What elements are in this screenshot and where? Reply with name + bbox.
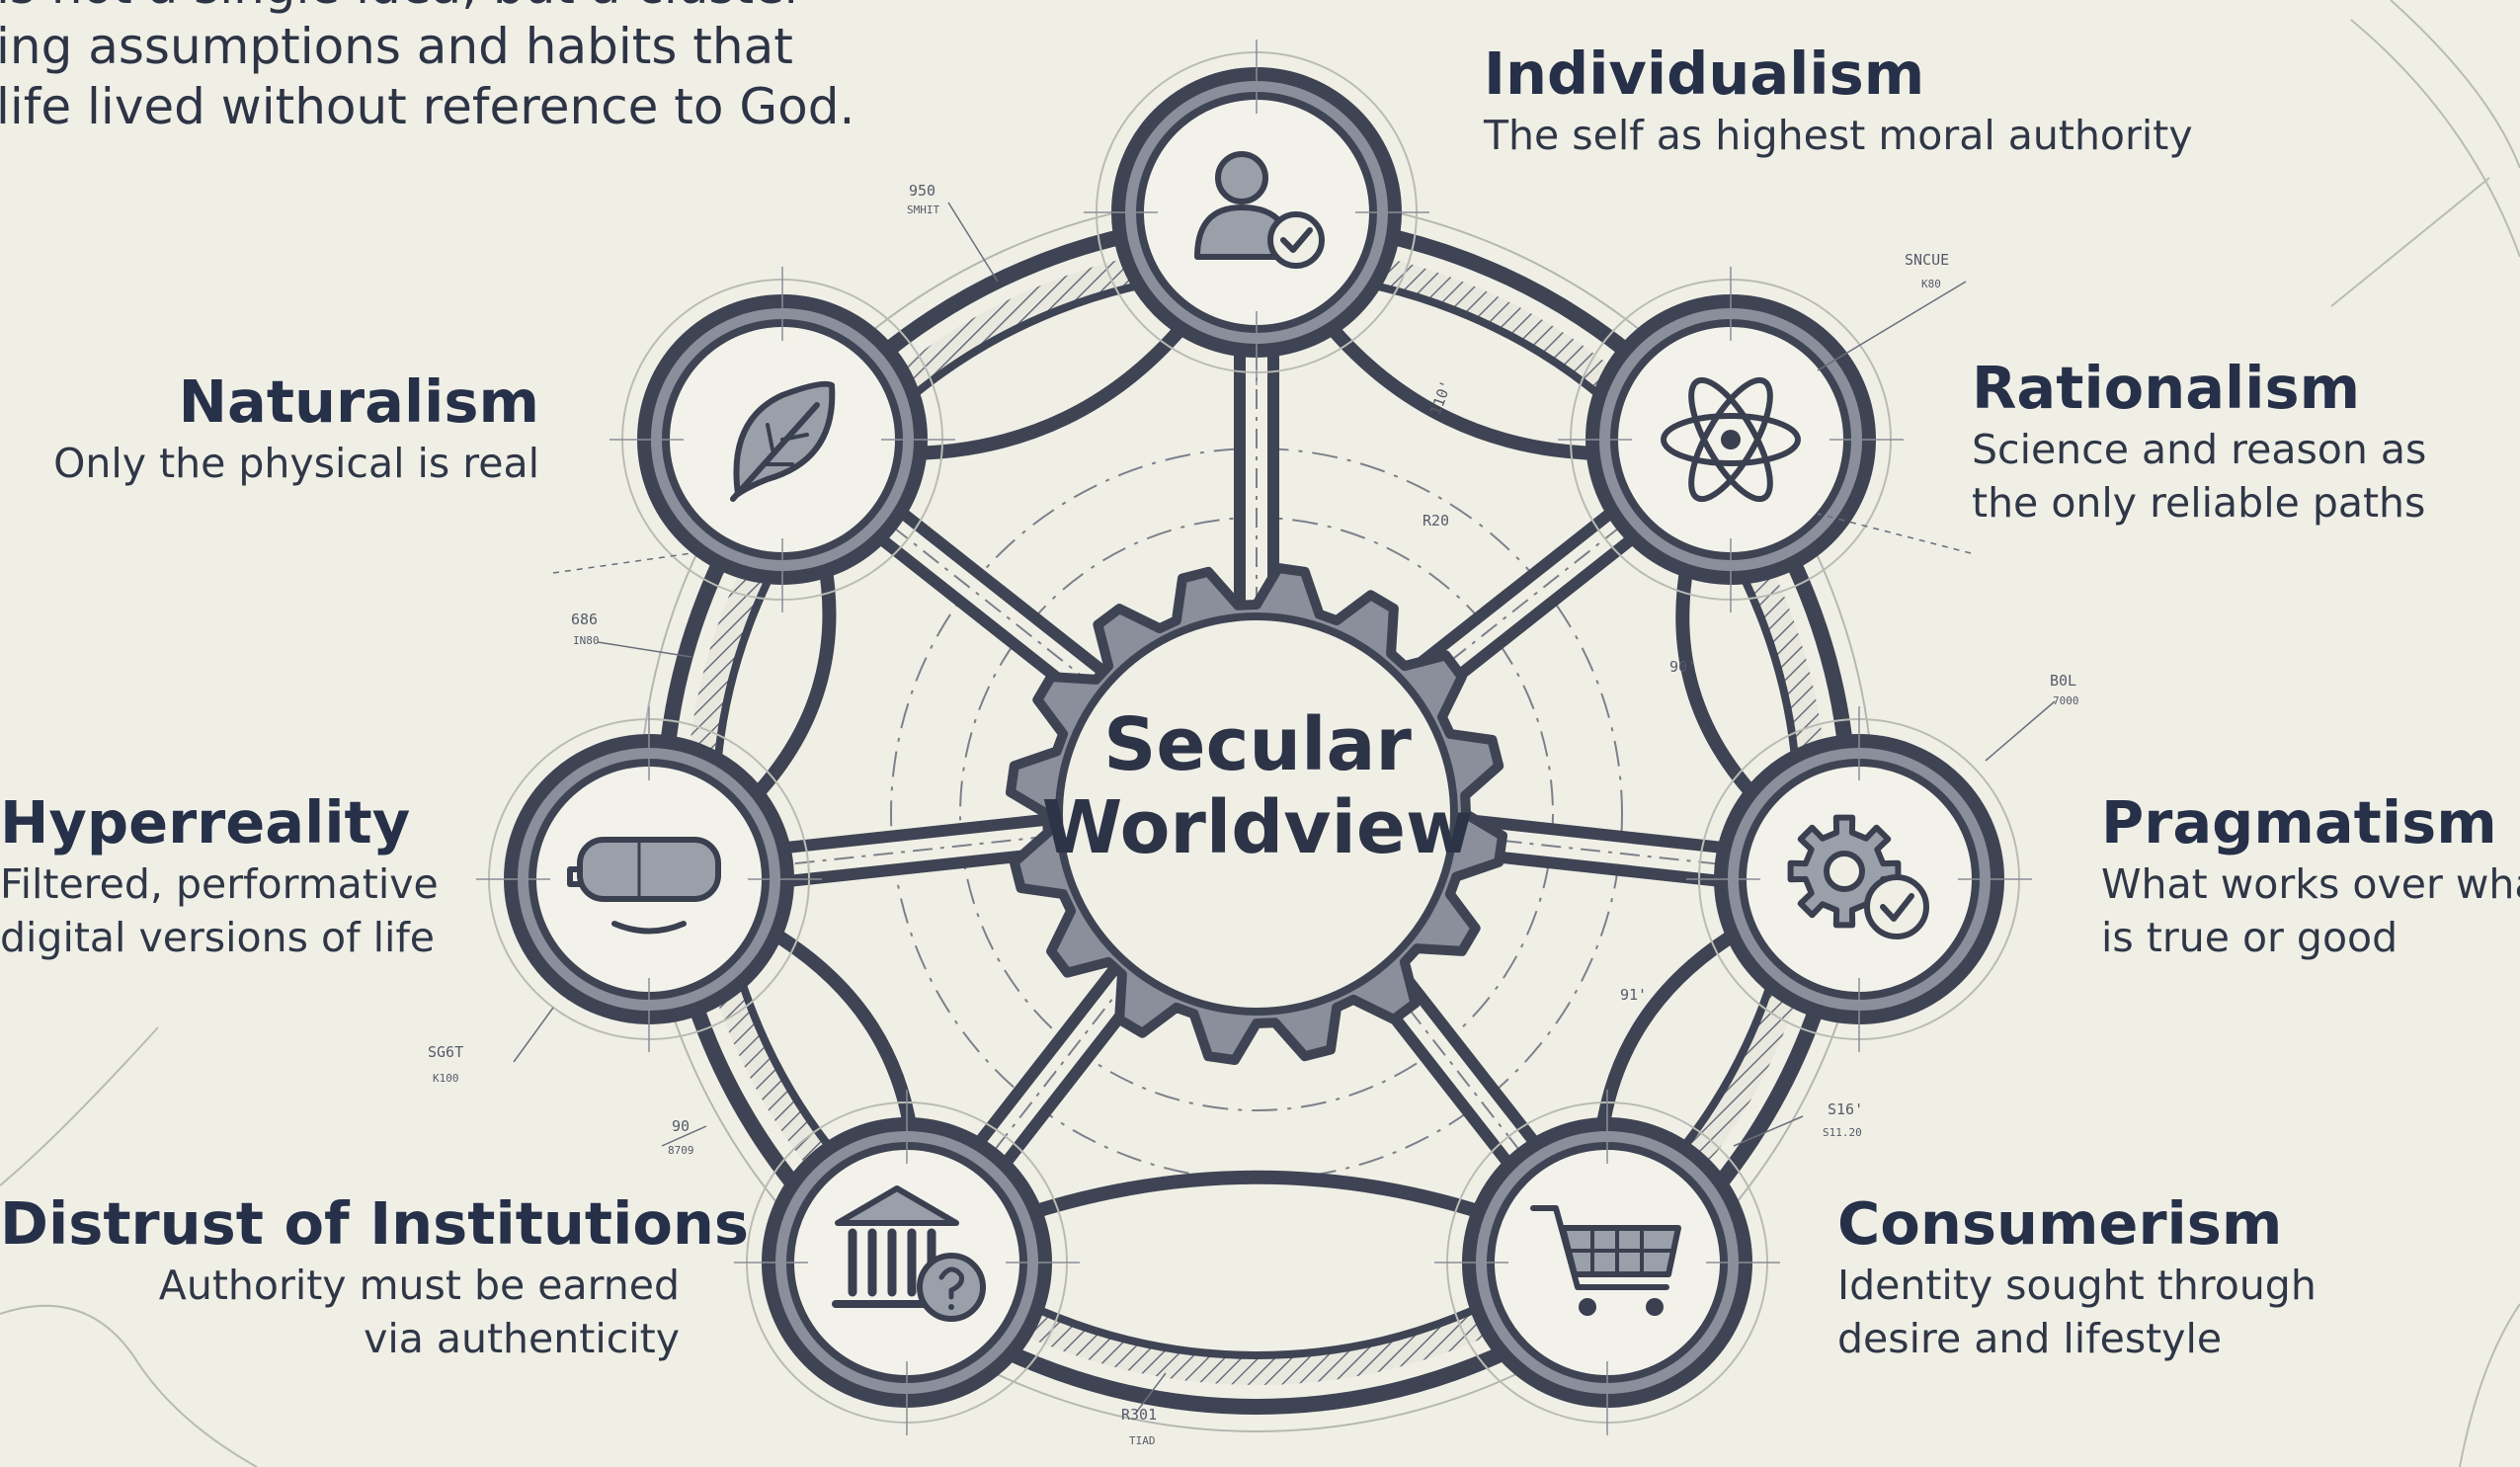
node-description: desire and lifestyle [1837,1315,2223,1362]
vr-headset-icon [567,837,721,935]
node-title: Pragmatism [2101,788,2497,856]
annotation-text: IN80 [573,634,600,647]
node-title: Rationalism [1972,354,2361,422]
node-title: Distrust of Institutions [0,1189,750,1258]
annotation-text: S11.20 [1823,1126,1862,1139]
node-description: Only the physical is real [53,440,539,487]
node-title: Hyperreality [0,788,411,856]
annotation-text: 686 [571,611,598,628]
node-description: Identity sought through [1837,1262,2317,1309]
annotation-text: 950 [909,182,935,200]
annotation-text: B0L [2050,672,2076,690]
node-consumerism [1434,1090,1780,1435]
node-description: is true or good [2101,914,2398,961]
node-rationalism [1558,267,1904,612]
annotation-text: 91' [1620,986,1647,1004]
atom-icon [1661,376,1801,503]
annotation-text: SNCUE [1905,251,1949,269]
annotation-text: S16' [1828,1100,1863,1118]
annotation-text: 90' [1669,658,1696,676]
dimension-annotations [513,202,2056,1414]
gear-check-icon [1787,814,1929,939]
node-face [786,1142,1027,1383]
intro-text: is not a single idea, but a cluster ing … [0,0,855,137]
intro-line: ing assumptions and habits that [0,18,793,75]
leaf-icon [730,380,836,502]
intro-line: is not a single idea, but a cluster [0,0,804,17]
annotation-text: K100 [433,1072,459,1085]
label-individualism: Individualism The self as highest moral … [1484,40,2193,162]
center-title-line: Worldview [1041,785,1474,870]
annotation-text: R20 [1423,512,1449,530]
node-description: What works over what [2101,860,2520,908]
intro-line: life lived without reference to God. [0,78,855,135]
node-individualism [1084,40,1429,385]
institution-question-icon [832,1185,986,1322]
label-consumerism: Consumerism Identity sought through desi… [1837,1189,2520,1365]
label-naturalism: Naturalism Only the physical is real [0,367,539,490]
annotation-text: 8709 [668,1144,694,1157]
node-description: Filtered, performative [0,860,439,908]
annotation-text: SG6T [428,1043,463,1061]
label-distrust: Distrust of Institutions Authority must … [0,1189,750,1365]
node-title: Individualism [1484,40,1925,108]
annotation-text: 110' [1426,378,1455,418]
annotation-text: 7000 [2053,694,2079,707]
label-rationalism: Rationalism Science and reason as the on… [1972,354,2520,530]
center-title: Secular Worldview [1035,703,1480,869]
annotation-text: R301 [1121,1406,1157,1424]
center-hub [1006,563,1507,1065]
person-check-icon [1194,151,1325,269]
shopping-cart-icon [1530,1205,1681,1316]
annotation-text: SMHIT [907,204,939,216]
node-description: the only reliable paths [1972,479,2426,527]
node-title: Naturalism [178,367,539,436]
spoke-centerline [648,835,1051,880]
label-hyperreality: Hyperreality Filtered, performative digi… [0,788,439,964]
node-distrust [734,1090,1080,1435]
node-title: Consumerism [1837,1189,2283,1258]
center-title-line: Secular [1103,702,1412,787]
node-pragmatism [1686,706,2032,1052]
annotation-text: TIAD [1129,1434,1156,1447]
annotation-text: 90 [672,1117,690,1135]
node-description: digital versions of life [0,914,436,961]
node-description: Science and reason as [1972,426,2427,473]
node-hyperreality [476,706,822,1052]
label-pragmatism: Pragmatism What works over what is true … [2101,788,2520,964]
annotation-text: K80 [1921,278,1941,290]
node-description: The self as highest moral authority [1484,112,2193,159]
node-description: via authenticity [364,1315,680,1362]
node-description: Authority must be earned [158,1262,680,1309]
hub-circle [1055,612,1458,1016]
node-naturalism [610,267,955,612]
